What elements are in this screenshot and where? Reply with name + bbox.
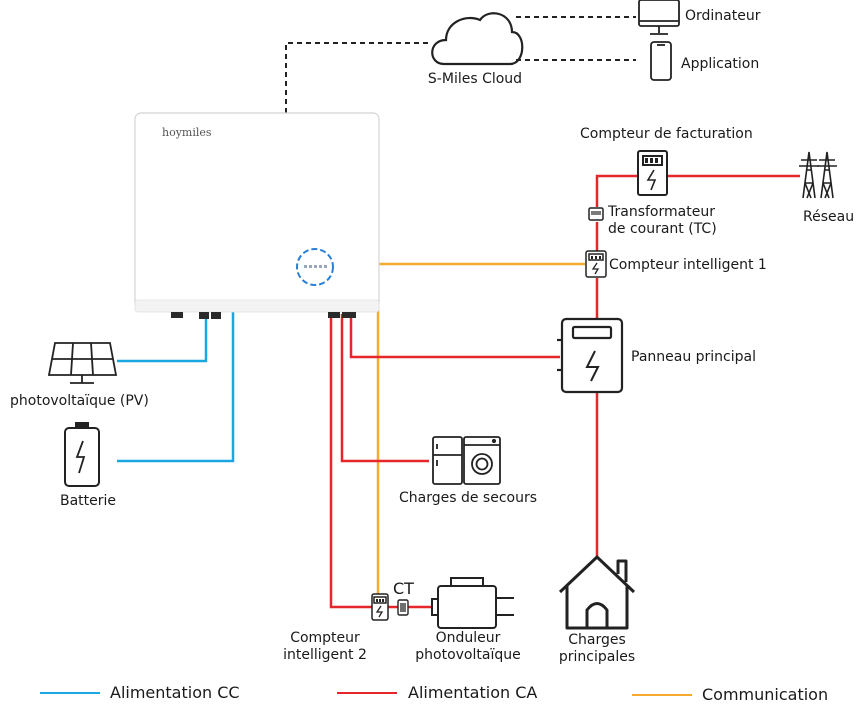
- comm-lines: [376, 262, 585, 594]
- cloud-links: [285, 16, 636, 113]
- ct-bottom-label: CT: [393, 579, 414, 598]
- smartphone-icon: [650, 41, 672, 81]
- grid-label: Réseau: [803, 209, 855, 225]
- main-panel-label: Panneau principal: [631, 349, 757, 365]
- smart-meter-icon: [585, 250, 607, 278]
- legend-ac-label: Alimentation CA: [408, 683, 538, 702]
- fridge-washer-icon: [432, 436, 501, 485]
- legend-comm-label: Communication: [702, 685, 829, 704]
- current-transformer-icon: [588, 207, 604, 221]
- inverter-to-backup-line: [340, 314, 429, 463]
- main-loads-label: Charges principales: [558, 632, 636, 665]
- backup-loads-label: Charges de secours: [399, 490, 538, 506]
- legend-dc-label: Alimentation CC: [110, 683, 240, 702]
- legend-comm-swatch: [632, 694, 692, 696]
- battery-icon: [64, 422, 100, 487]
- smart-meter-icon-2: [371, 593, 389, 621]
- status-ring: [296, 248, 334, 286]
- pv-dc-line: [117, 310, 208, 363]
- battery-dc-line: [117, 310, 235, 463]
- monitor-icon: [638, 0, 680, 35]
- smart-meter-2-label: Compteur intelligent 2: [283, 630, 367, 663]
- billing-to-ct-line: [595, 174, 638, 207]
- cloud-icon: [431, 12, 524, 66]
- hybrid-inverter-icon: [134, 112, 380, 319]
- battery-label: Batterie: [60, 493, 117, 509]
- microinverter-icon: [431, 577, 514, 629]
- meter-icon: [637, 150, 668, 196]
- legend-dc-swatch: [40, 692, 100, 694]
- ac-lines: [329, 174, 800, 609]
- electrical-panel-icon: [557, 317, 624, 394]
- legend-ac-swatch: [337, 692, 397, 694]
- cloud-label: S-Miles Cloud: [427, 71, 523, 87]
- solar-panel-icon: [47, 342, 118, 384]
- current-transformer-icon-2: [397, 599, 409, 616]
- brand-logo: hoymiles: [162, 126, 212, 139]
- house-icon: [558, 555, 636, 630]
- inverter-to-panel-line: [349, 314, 560, 359]
- smart-meter-1-label: Compteur intelligent 1: [609, 257, 767, 273]
- dc-lines: [117, 310, 235, 463]
- app-label: Application: [681, 56, 760, 72]
- computer-label: Ordinateur: [685, 8, 761, 24]
- billing-meter-label: Compteur de facturation: [580, 126, 753, 142]
- pv-label: photovoltaïque (PV): [10, 393, 149, 409]
- inverter-to-pvinv-line: [329, 314, 372, 609]
- pv-inverter-label: Onduleur photovoltaïque: [415, 630, 521, 663]
- inverter-cloud-link: [285, 42, 430, 113]
- ct-top-label: Transformateur de courant (TC): [608, 204, 717, 237]
- pylon-icon: [799, 151, 837, 199]
